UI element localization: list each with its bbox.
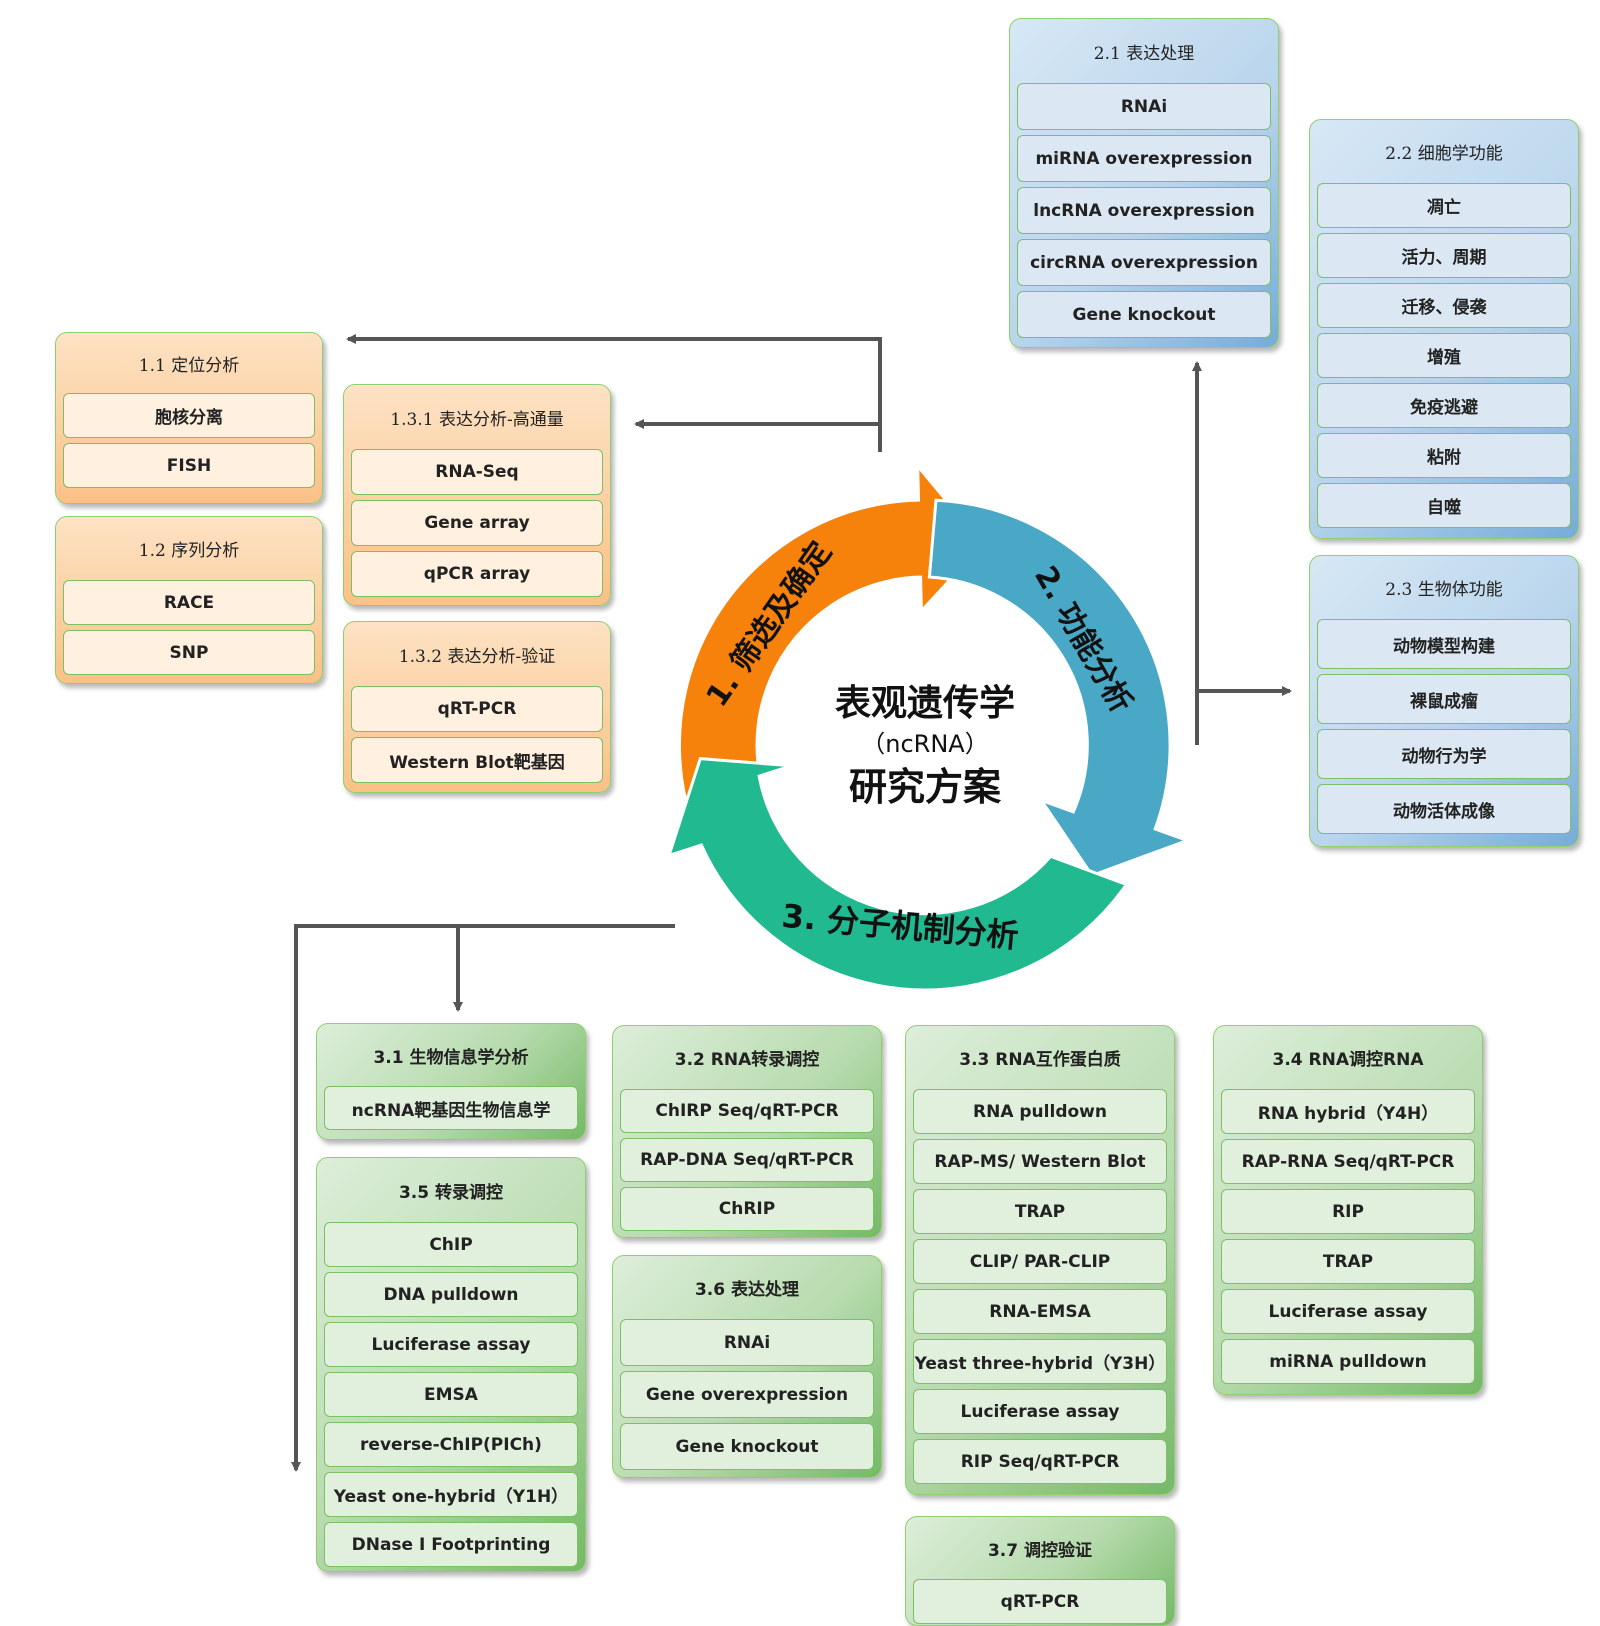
method-item: 增殖 — [1317, 333, 1571, 378]
method-item: RNA hybrid（Y4H） — [1221, 1089, 1475, 1134]
method-item: reverse-ChIP(PICh) — [324, 1422, 578, 1467]
method-item: miRNA overexpression — [1017, 135, 1271, 182]
method-item: Gene array — [351, 500, 603, 546]
group-3-5: 3.5 转录调控 ChIP DNA pulldown Luciferase as… — [316, 1157, 586, 1572]
group-title: 1.3.2 表达分析-验证 — [398, 646, 556, 667]
group-title: 3.2 RNA转录调控 — [674, 1050, 820, 1070]
group-3-2: 3.2 RNA转录调控 ChIRP Seq/qRT-PCR RAP-DNA Se… — [612, 1025, 882, 1238]
method-item: ChIP — [324, 1222, 578, 1267]
method-item: RNA-Seq — [351, 449, 603, 495]
method-item: ncRNA靶基因生物信息学 — [324, 1086, 578, 1130]
method-item: qRT-PCR — [351, 686, 603, 732]
method-item: Luciferase assay — [1221, 1289, 1475, 1334]
method-item: TRAP — [1221, 1239, 1475, 1284]
method-item: Gene knockout — [620, 1423, 874, 1470]
method-item: DNase I Footprinting — [324, 1522, 578, 1567]
method-item: 裸鼠成瘤 — [1317, 674, 1571, 724]
method-item: CLIP/ PAR-CLIP — [913, 1239, 1167, 1284]
method-item: 凋亡 — [1317, 183, 1571, 228]
method-item: 迁移、侵袭 — [1317, 283, 1571, 328]
group-1-1: 1.1 定位分析 胞核分离 FISH — [55, 332, 323, 504]
group-3-4: 3.4 RNA调控RNA RNA hybrid（Y4H） RAP-RNA Seq… — [1213, 1025, 1483, 1395]
group-title: 2.1 表达处理 — [1093, 43, 1195, 64]
connector-to-1-1 — [346, 334, 882, 452]
group-title: 3.7 调控验证 — [987, 1540, 1093, 1561]
cycle-arrow-green — [666, 757, 1129, 992]
center-title-line3: 研究方案 — [849, 765, 1002, 809]
group-2-3: 2.3 生物体功能 动物模型构建 裸鼠成瘤 动物行为学 动物活体成像 — [1309, 555, 1579, 847]
group-title: 3.4 RNA调控RNA — [1272, 1050, 1424, 1070]
method-item: ChRIP — [620, 1187, 874, 1231]
group-title: 1.1 定位分析 — [138, 355, 240, 376]
method-item: Luciferase assay — [913, 1389, 1167, 1434]
method-item: DNA pulldown — [324, 1272, 578, 1317]
cycle-arrow-blue — [927, 498, 1192, 878]
group-title: 3.6 表达处理 — [694, 1280, 800, 1300]
method-item: RIP Seq/qRT-PCR — [913, 1439, 1167, 1484]
method-item: 动物活体成像 — [1317, 784, 1571, 834]
group-title: 3.5 转录调控 — [398, 1182, 504, 1203]
group-title: 2.3 生物体功能 — [1385, 580, 1503, 600]
center-title-line1: 表观遗传学 — [835, 682, 1015, 724]
group-2-1: 2.1 表达处理 RNAi miRNA overexpression lncRN… — [1009, 18, 1279, 348]
method-item: SNP — [63, 630, 315, 675]
method-item: 自噬 — [1317, 483, 1571, 528]
method-item: ChIRP Seq/qRT-PCR — [620, 1089, 874, 1133]
method-item: RNAi — [620, 1319, 874, 1366]
group-title: 2.2 细胞学功能 — [1385, 144, 1503, 164]
method-item: Western Blot靶基因 — [351, 737, 603, 783]
method-item: Luciferase assay — [324, 1322, 578, 1367]
method-item: Gene knockout — [1017, 291, 1271, 338]
method-item: RAP-RNA Seq/qRT-PCR — [1221, 1139, 1475, 1184]
method-item: 动物行为学 — [1317, 729, 1571, 779]
group-1-3-2: 1.3.2 表达分析-验证 qRT-PCR Western Blot靶基因 — [343, 621, 611, 793]
group-3-7: 3.7 调控验证 qRT-PCR — [905, 1516, 1175, 1626]
method-item: qPCR array — [351, 551, 603, 597]
method-item: Yeast one-hybrid（Y1H） — [324, 1472, 578, 1517]
method-item: RAP-DNA Seq/qRT-PCR — [620, 1138, 874, 1182]
method-item: 免疫逃避 — [1317, 383, 1571, 428]
method-item: circRNA overexpression — [1017, 239, 1271, 286]
connector-to-3-1 — [291, 924, 675, 1472]
group-3-3: 3.3 RNA互作蛋白质 RNA pulldown RAP-MS/ Wester… — [905, 1025, 1175, 1495]
center-title-line2: （ncRNA） — [861, 730, 988, 758]
method-item: EMSA — [324, 1372, 578, 1417]
method-item: 粘附 — [1317, 433, 1571, 478]
method-item: 动物模型构建 — [1317, 619, 1571, 669]
method-item: miRNA pulldown — [1221, 1339, 1475, 1384]
method-item: lncRNA overexpression — [1017, 187, 1271, 234]
group-title: 1.2 序列分析 — [138, 541, 240, 561]
group-title: 3.3 RNA互作蛋白质 — [959, 1050, 1121, 1070]
method-item: RNA-EMSA — [913, 1289, 1167, 1334]
method-item: 活力、周期 — [1317, 233, 1571, 278]
method-item: Yeast three-hybrid（Y3H） — [913, 1339, 1167, 1384]
method-item: RAP-MS/ Western Blot — [913, 1139, 1167, 1184]
method-item: FISH — [63, 443, 315, 488]
group-1-3-1: 1.3.1 表达分析-高通量 RNA-Seq Gene array qPCR a… — [343, 384, 611, 606]
group-2-2: 2.2 细胞学功能 凋亡 活力、周期 迁移、侵袭 增殖 免疫逃避 粘附 自噬 — [1309, 119, 1579, 539]
method-item: RACE — [63, 580, 315, 625]
method-item: Gene overexpression — [620, 1371, 874, 1418]
method-item: RNAi — [1017, 83, 1271, 130]
method-item: TRAP — [913, 1189, 1167, 1234]
method-item: RNA pulldown — [913, 1089, 1167, 1134]
group-title: 1.3.1 表达分析-高通量 — [390, 409, 564, 430]
method-item: RIP — [1221, 1189, 1475, 1234]
group-title: 3.1 生物信息学分析 — [373, 1047, 529, 1068]
group-1-2: 1.2 序列分析 RACE SNP — [55, 516, 323, 684]
group-3-6: 3.6 表达处理 RNAi Gene overexpression Gene k… — [612, 1255, 882, 1478]
method-item: 胞核分离 — [63, 393, 315, 438]
connectors — [291, 334, 1292, 1472]
group-3-1: 3.1 生物信息学分析 ncRNA靶基因生物信息学 — [316, 1023, 586, 1140]
